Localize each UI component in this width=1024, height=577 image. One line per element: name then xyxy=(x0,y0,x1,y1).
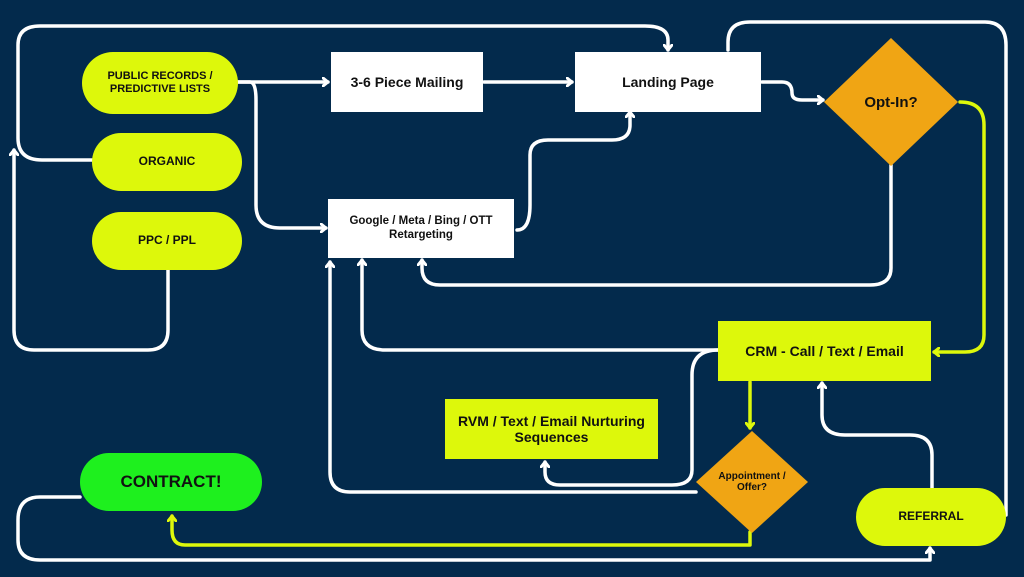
line-retargeting-to-landing xyxy=(515,110,630,232)
mailing-node: 3-6 Piece Mailing xyxy=(331,52,483,112)
crm-node: CRM - Call / Text / Email xyxy=(718,321,931,381)
ppc-label: PPC / PPL xyxy=(137,233,196,248)
line-referral-to-crm xyxy=(822,381,934,490)
line-ppc-loop xyxy=(14,148,170,352)
line-organic-to-landing xyxy=(16,24,668,162)
line-contract-to-referral xyxy=(16,495,930,562)
appointment-decision: Appointment / Offer? xyxy=(696,431,808,533)
optin-decision: Opt-In? xyxy=(824,38,958,166)
organic-node: ORGANIC xyxy=(92,133,242,191)
referral-node: REFERRAL xyxy=(856,488,1006,546)
referral-label: REFERRAL xyxy=(898,509,964,524)
line-crm-to-retargeting xyxy=(362,258,720,352)
contract-label: CONTRACT! xyxy=(120,472,222,492)
line-crm-to-rvm xyxy=(545,348,720,487)
landing-page-label: Landing Page xyxy=(622,73,714,90)
line-appointment-to-retargeting xyxy=(330,260,698,494)
public-records-label: PUBLIC RECORDS / PREDICTIVE LISTS xyxy=(107,70,213,95)
line-optin-yes-to-crm xyxy=(932,100,986,352)
organic-label: ORGANIC xyxy=(138,154,196,169)
line-records-to-retargeting xyxy=(236,80,328,228)
landing-page-node: Landing Page xyxy=(575,52,761,112)
rvm-node: RVM / Text / Email Nurturing Sequences xyxy=(445,399,658,459)
contract-node: CONTRACT! xyxy=(80,453,262,511)
optin-label: Opt-In? xyxy=(864,93,918,111)
mailing-label: 3-6 Piece Mailing xyxy=(350,73,464,90)
line-landing-to-optin xyxy=(760,80,825,100)
line-optin-no-to-retargeting xyxy=(422,163,893,287)
ppc-node: PPC / PPL xyxy=(92,212,242,270)
public-records-node: PUBLIC RECORDS / PREDICTIVE LISTS xyxy=(82,52,238,114)
retargeting-node: Google / Meta / Bing / OTT Retargeting xyxy=(328,199,514,258)
appointment-diamond-shape xyxy=(696,431,808,533)
line-landing-to-referral-outer xyxy=(726,20,1008,517)
rvm-label: RVM / Text / Email Nurturing Sequences xyxy=(458,412,645,445)
line-appointment-to-contract xyxy=(172,514,752,547)
appointment-label: Appointment / Offer? xyxy=(718,471,786,493)
retargeting-label: Google / Meta / Bing / OTT Retargeting xyxy=(349,215,493,241)
optin-diamond-shape xyxy=(824,38,958,166)
crm-label: CRM - Call / Text / Email xyxy=(745,342,904,359)
